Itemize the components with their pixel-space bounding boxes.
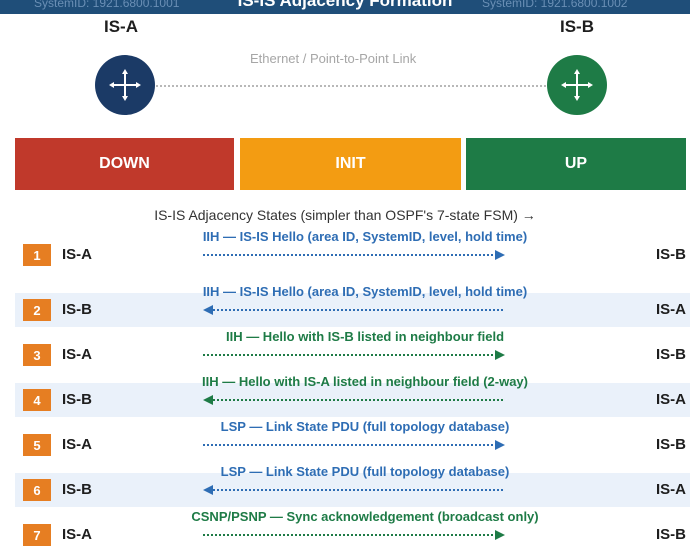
message-row-3: 3 IS-A IIH — Hello with IS-B listed in n…	[15, 329, 690, 372]
message-row-7: 7 IS-A CSNP/PSNP — Sync acknowledgement …	[15, 509, 690, 552]
arrow-left-icon	[203, 395, 505, 405]
receiver-label: IS-B	[656, 526, 686, 543]
arrow-right-icon	[203, 250, 505, 260]
router-a-icon	[95, 55, 155, 115]
state-init: INIT	[240, 138, 461, 190]
state-down: DOWN	[15, 138, 234, 190]
sender-label: IS-B	[62, 391, 92, 408]
router-b-icon	[547, 55, 607, 115]
message-text: CSNP/PSNP — Sync acknowledgement (broadc…	[191, 509, 539, 524]
message-text: LSP — Link State PDU (full topology data…	[220, 464, 510, 479]
receiver-label: IS-A	[656, 391, 686, 408]
receiver-label: IS-A	[656, 481, 686, 498]
sender-label: IS-A	[62, 526, 92, 543]
receiver-label: IS-B	[656, 346, 686, 363]
message-text: IIH — IS-IS Hello (area ID, SystemID, le…	[202, 229, 528, 244]
sender-label: IS-A	[62, 246, 92, 263]
step-badge: 1	[23, 244, 51, 266]
message-text: IIH — Hello with IS-A listed in neighbou…	[202, 374, 528, 389]
arrow-left-icon	[203, 305, 505, 315]
link-line	[156, 85, 546, 87]
message-row-6: 6 IS-B LSP — Link State PDU (full topolo…	[15, 464, 690, 507]
systemid-b-label: SystemID: 1921.6800.1002	[482, 0, 628, 10]
link-label: Ethernet / Point-to-Point Link	[250, 51, 417, 66]
message-row-1: 1 IS-A IIH — IS-IS Hello (area ID, Syste…	[15, 229, 690, 272]
sender-label: IS-A	[62, 436, 92, 453]
message-row-4: 4 IS-B IIH — Hello with IS-A listed in n…	[15, 374, 690, 417]
step-badge: 5	[23, 434, 51, 456]
state-up: UP	[466, 138, 686, 190]
diagram-title: IS-IS Adjacency Formation	[237, 0, 453, 10]
receiver-label: IS-A	[656, 301, 686, 318]
sender-label: IS-B	[62, 481, 92, 498]
sender-label: IS-A	[62, 346, 92, 363]
receiver-label: IS-B	[656, 436, 686, 453]
step-badge: 6	[23, 479, 51, 501]
step-badge: 4	[23, 389, 51, 411]
message-text: IIH — IS-IS Hello (area ID, SystemID, le…	[202, 284, 528, 299]
message-row-2: 2 IS-B IIH — IS-IS Hello (area ID, Syste…	[15, 284, 690, 327]
node-b-label: IS-B	[560, 17, 594, 36]
node-a-label: IS-A	[104, 17, 138, 36]
title-banner: SystemID: 1921.6800.1001 IS-IS Adjacency…	[0, 0, 690, 14]
message-row-5: 5 IS-A LSP — Link State PDU (full topolo…	[15, 419, 690, 462]
arrow-right-icon	[203, 530, 505, 540]
arrow-right-icon	[203, 350, 505, 360]
step-badge: 2	[23, 299, 51, 321]
step-badge: 7	[23, 524, 51, 546]
message-text: LSP — Link State PDU (full topology data…	[220, 419, 510, 434]
step-badge: 3	[23, 344, 51, 366]
states-caption: IS-IS Adjacency States (simpler than OSP…	[154, 207, 536, 223]
message-text: IIH — Hello with IS-B listed in neighbou…	[225, 329, 505, 344]
arrow-right-icon	[203, 440, 505, 450]
receiver-label: IS-B	[656, 246, 686, 263]
arrow-left-icon	[203, 485, 505, 495]
sender-label: IS-B	[62, 301, 92, 318]
systemid-a-label: SystemID: 1921.6800.1001	[34, 0, 180, 10]
